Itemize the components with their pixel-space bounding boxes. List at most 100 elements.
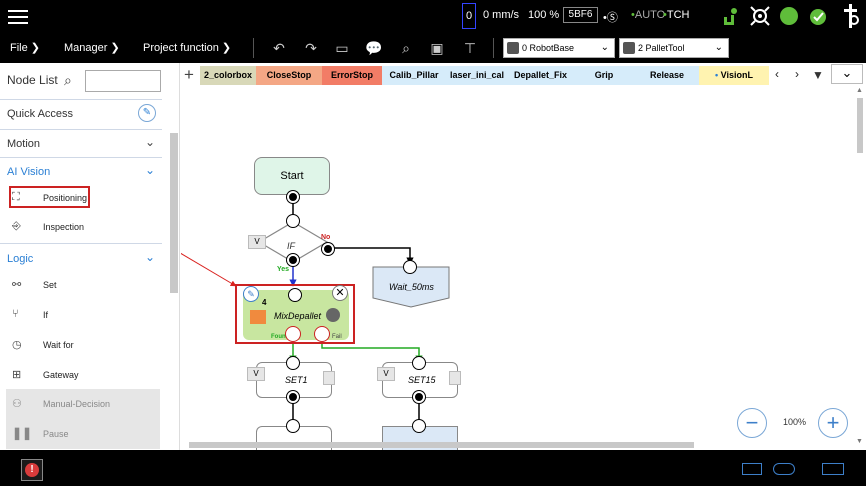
tab-grip[interactable]: Grip [573,66,635,85]
left-scrollbar[interactable] [170,133,178,293]
chevron-down-icon[interactable]: ⌄ [145,163,156,177]
tab-prev-icon[interactable]: ‹ [775,67,779,81]
tab-next-icon[interactable]: › [795,67,799,81]
set15-in-port[interactable] [412,356,426,370]
tab-depallet-fix[interactable]: Depallet_Fix [508,66,573,85]
file-menu[interactable]: File ❯ [10,41,40,54]
vertical-scroll-thumb[interactable] [857,98,863,153]
mixdepallet-in-port[interactable] [288,288,302,302]
keyboard-icon[interactable] [822,463,844,475]
next-left-in-port[interactable] [286,419,300,433]
start-node[interactable]: Start [254,157,330,195]
search-icon[interactable]: ⌕ [64,72,72,88]
node-item-manual-decision[interactable]: ⚇ Manual-Decision [6,389,160,419]
robot-status-icon[interactable] [720,6,740,26]
if-yes-port[interactable] [287,254,299,266]
tab-closestop[interactable]: CloseStop [256,66,322,85]
zoom-in-button[interactable]: + [818,408,848,438]
ai-vision-section[interactable]: AI Vision [7,166,51,178]
horizontal-scroll-thumb[interactable] [189,442,694,448]
chevron-down-icon[interactable]: ⌄ [145,135,156,149]
menu-divider [253,38,254,58]
speed-percent: 100 % [528,9,560,21]
wait-in-port[interactable] [403,260,417,274]
user-lock-icon[interactable] [842,3,860,29]
fail-port[interactable] [314,326,330,342]
if-in-port[interactable] [286,214,300,228]
wait-node[interactable] [372,266,450,308]
chevron-down-icon: ⌄ [600,42,609,53]
set1-out-port[interactable] [287,391,299,403]
fail-label: Fail [332,334,342,340]
camera-icon [326,308,340,322]
quick-access-label[interactable]: Quick Access [7,108,74,120]
tab-calib-pillar[interactable]: Calib_Pillar [382,66,446,85]
robot-base-dropdown[interactable]: 0 RobotBase⌄ [503,38,615,58]
chevron-down-icon: ❯ [110,42,120,54]
manager-menu-label: Manager [64,42,108,54]
found-label: Foun [271,334,286,340]
scroll-up-icon[interactable]: ▲ [856,87,863,94]
canvas-vertical-scrollbar[interactable]: ▲ ▼ [855,86,865,450]
error-log-button[interactable]: ! [21,459,43,481]
connector-if-no [327,247,414,265]
set1-label: SET1 [285,375,308,385]
node-search-input[interactable] [85,70,161,92]
variable-button[interactable]: V [247,367,265,381]
flow-canvas[interactable]: Start IF V No Yes Wait_50ms ✎ ✕ 4 MixDep… [181,86,853,450]
power-status-icon[interactable] [780,7,798,25]
bottom-bar: ! [0,450,866,486]
variable-button[interactable]: V [377,367,395,381]
yes-label: Yes [277,266,290,273]
mixdepallet-type-icon [250,310,266,324]
screen-icon[interactable]: ▣ [430,40,444,56]
scroll-down-icon[interactable]: ▼ [856,438,863,445]
tab-laser-ini-cal[interactable]: laser_ini_cal [446,66,508,85]
chevron-down-icon[interactable]: ⌄ [145,250,156,264]
pallet-tool-dropdown[interactable]: 2 PalletTool⌄ [619,38,729,58]
set15-out-port[interactable] [413,391,425,403]
tab-visionl[interactable]: • VisionL [699,66,769,85]
io-panel-icon[interactable] [742,463,762,475]
project-function-menu[interactable]: Project function ❯ [143,41,231,54]
tool-icon [623,42,635,54]
positioning-highlight [9,186,90,208]
connector-fail [321,344,423,363]
undo-icon[interactable]: ↶ [273,40,285,56]
tag-icon[interactable]: ▭ [335,40,349,56]
logic-section[interactable]: Logic [7,253,34,265]
zoom-out-button[interactable]: − [737,408,767,438]
chat-icon[interactable]: 💬 [365,40,383,56]
manager-menu[interactable]: Manager ❯ [64,41,120,54]
check-status-icon[interactable] [808,6,830,28]
next-right-in-port[interactable] [412,419,426,433]
tab-errorstop[interactable]: ErrorStop [322,66,382,85]
node-item-pause[interactable]: ❚❚ Pause [6,419,160,449]
redo-icon[interactable]: ↷ [305,40,317,56]
mode-text: AUTO [634,9,666,21]
if-no-port[interactable] [322,243,334,255]
network-icon[interactable] [773,463,795,475]
filter-icon[interactable]: ▼ [812,68,824,82]
set1-in-port[interactable] [286,356,300,370]
variable-button[interactable]: V [248,235,266,249]
motion-section[interactable]: Motion [7,138,41,150]
node-item-label: Manual-Decision [43,399,111,409]
positioning-icon: ⛶ [12,191,20,203]
tab-dropdown-icon[interactable]: ⌄ [831,64,863,84]
hamburger-menu-icon[interactable] [8,6,28,26]
camera-status-icon[interactable] [749,5,771,27]
close-icon[interactable]: ✕ [332,285,348,301]
tool-dropdown-label: 2 PalletTool [638,43,685,53]
add-tab-icon[interactable]: + [184,65,194,84]
io-icon[interactable]: ⊤ [463,40,477,56]
edit-pencil-icon[interactable]: ✎ [243,286,259,302]
search-icon[interactable]: ⌕ [402,40,410,56]
tab-release[interactable]: Release [635,66,699,85]
canvas-horizontal-scrollbar[interactable] [181,441,853,450]
base-icon [507,42,519,54]
start-out-port[interactable] [287,191,299,203]
tab-2-colorbox[interactable]: 2_colorbox [200,66,256,85]
found-port[interactable] [285,326,301,342]
edit-pencil-icon[interactable]: ✎ [138,104,156,122]
